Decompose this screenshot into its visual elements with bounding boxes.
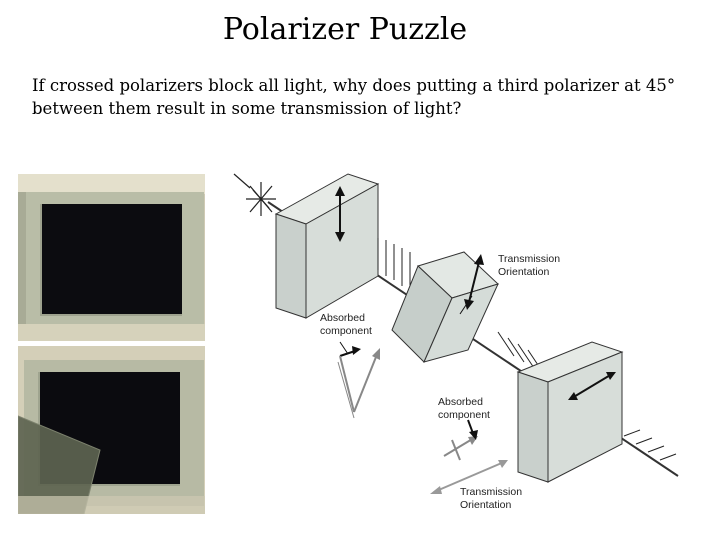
polarizer-diagram xyxy=(233,173,679,494)
absorbed-component-label-left: Absorbed component xyxy=(320,312,372,337)
absorbed-component-label-right: Absorbed component xyxy=(438,396,490,421)
middle-polarizer xyxy=(391,251,499,363)
crossed-polarizers-photo xyxy=(18,174,205,341)
right-vector-diagram xyxy=(430,419,508,494)
three-polarizers-photo xyxy=(18,346,205,514)
first-polarizer xyxy=(274,173,380,319)
third-polarizer xyxy=(516,341,624,483)
slide-body-text: If crossed polarizers block all light, w… xyxy=(32,76,676,118)
left-vector-diagram xyxy=(337,346,380,419)
transmission-orientation-label-top: Transmission Orientation xyxy=(498,253,561,278)
slide-title: Polarizer Puzzle xyxy=(222,12,468,47)
transmission-orientation-label-bottom: Transmission Orientation xyxy=(460,486,523,511)
output-polarized-wave xyxy=(623,429,677,461)
vertical-polarized-wave xyxy=(377,238,411,290)
unpolarized-light-icon xyxy=(233,173,276,216)
